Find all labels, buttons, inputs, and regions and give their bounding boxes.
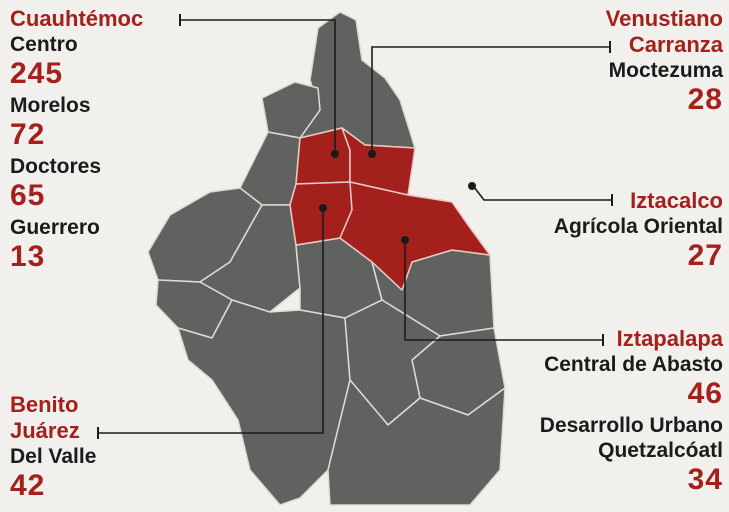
colonia-name: Desarrollo Urbano xyxy=(539,414,723,437)
district-cuauhtemoc xyxy=(295,127,351,185)
leader-iztacalco xyxy=(473,186,612,201)
label-cuauhtemoc: Cuauhtémoc Centro 245 Morelos 72 Doctore… xyxy=(10,8,143,278)
colonia-name: Moctezuma xyxy=(608,59,723,82)
marker-iztapalapa xyxy=(401,236,409,244)
colonia-count: 65 xyxy=(10,179,46,212)
colonia-count: 72 xyxy=(10,118,46,151)
district-iztacalco xyxy=(339,181,491,291)
colonia-name: Centro xyxy=(10,33,78,56)
colonia-name: Del Valle xyxy=(10,445,97,468)
leader-iztapalapa xyxy=(404,240,603,341)
district-gustavo-madero xyxy=(299,11,416,149)
colonia-name: Central de Abasto xyxy=(544,353,723,376)
colonia-name: Doctores xyxy=(10,155,102,178)
borough-name: Venustiano xyxy=(605,6,723,31)
colonia-count: 13 xyxy=(10,240,46,273)
marker-cuauhtemoc xyxy=(331,150,339,158)
marker-venustiano-carranza xyxy=(368,150,376,158)
borough-name: Juárez xyxy=(10,418,80,443)
colonia-name: Quetzalcóatl xyxy=(598,439,723,462)
colonia-count: 245 xyxy=(10,57,64,90)
label-venustiano-carranza: Venustiano Carranza Moctezuma 28 xyxy=(606,8,723,121)
colonia-count: 34 xyxy=(687,463,723,496)
district-milpa-alta xyxy=(327,379,506,506)
borough-name: Iztapalapa xyxy=(616,326,723,351)
label-benito-juarez: Benito Juárez Del Valle 42 xyxy=(10,394,96,507)
leader-venustiano-carranza xyxy=(371,46,610,153)
marker-iztacalco xyxy=(468,182,476,190)
label-iztacalco: Iztacalco Agrícola Oriental 27 xyxy=(554,190,723,277)
colonia-count: 46 xyxy=(687,377,723,410)
borough-name: Iztacalco xyxy=(630,188,723,213)
borough-name: Cuauhtémoc xyxy=(10,6,144,31)
colonia-name: Morelos xyxy=(10,94,91,117)
label-iztapalapa: Iztapalapa Central de Abasto 46 Desarrol… xyxy=(540,328,723,501)
colonia-name: Guerrero xyxy=(10,216,100,239)
colonia-count: 28 xyxy=(687,83,723,116)
marker-benito-juarez xyxy=(319,204,327,212)
colonia-count: 27 xyxy=(687,239,723,272)
colonia-name: Agrícola Oriental xyxy=(553,215,723,238)
leader-benito-juarez xyxy=(98,208,324,434)
leader-cuauhtemoc xyxy=(180,19,336,153)
borough-name: Carranza xyxy=(628,32,723,57)
borough-name: Benito xyxy=(10,392,79,417)
colonia-count: 42 xyxy=(10,469,46,502)
